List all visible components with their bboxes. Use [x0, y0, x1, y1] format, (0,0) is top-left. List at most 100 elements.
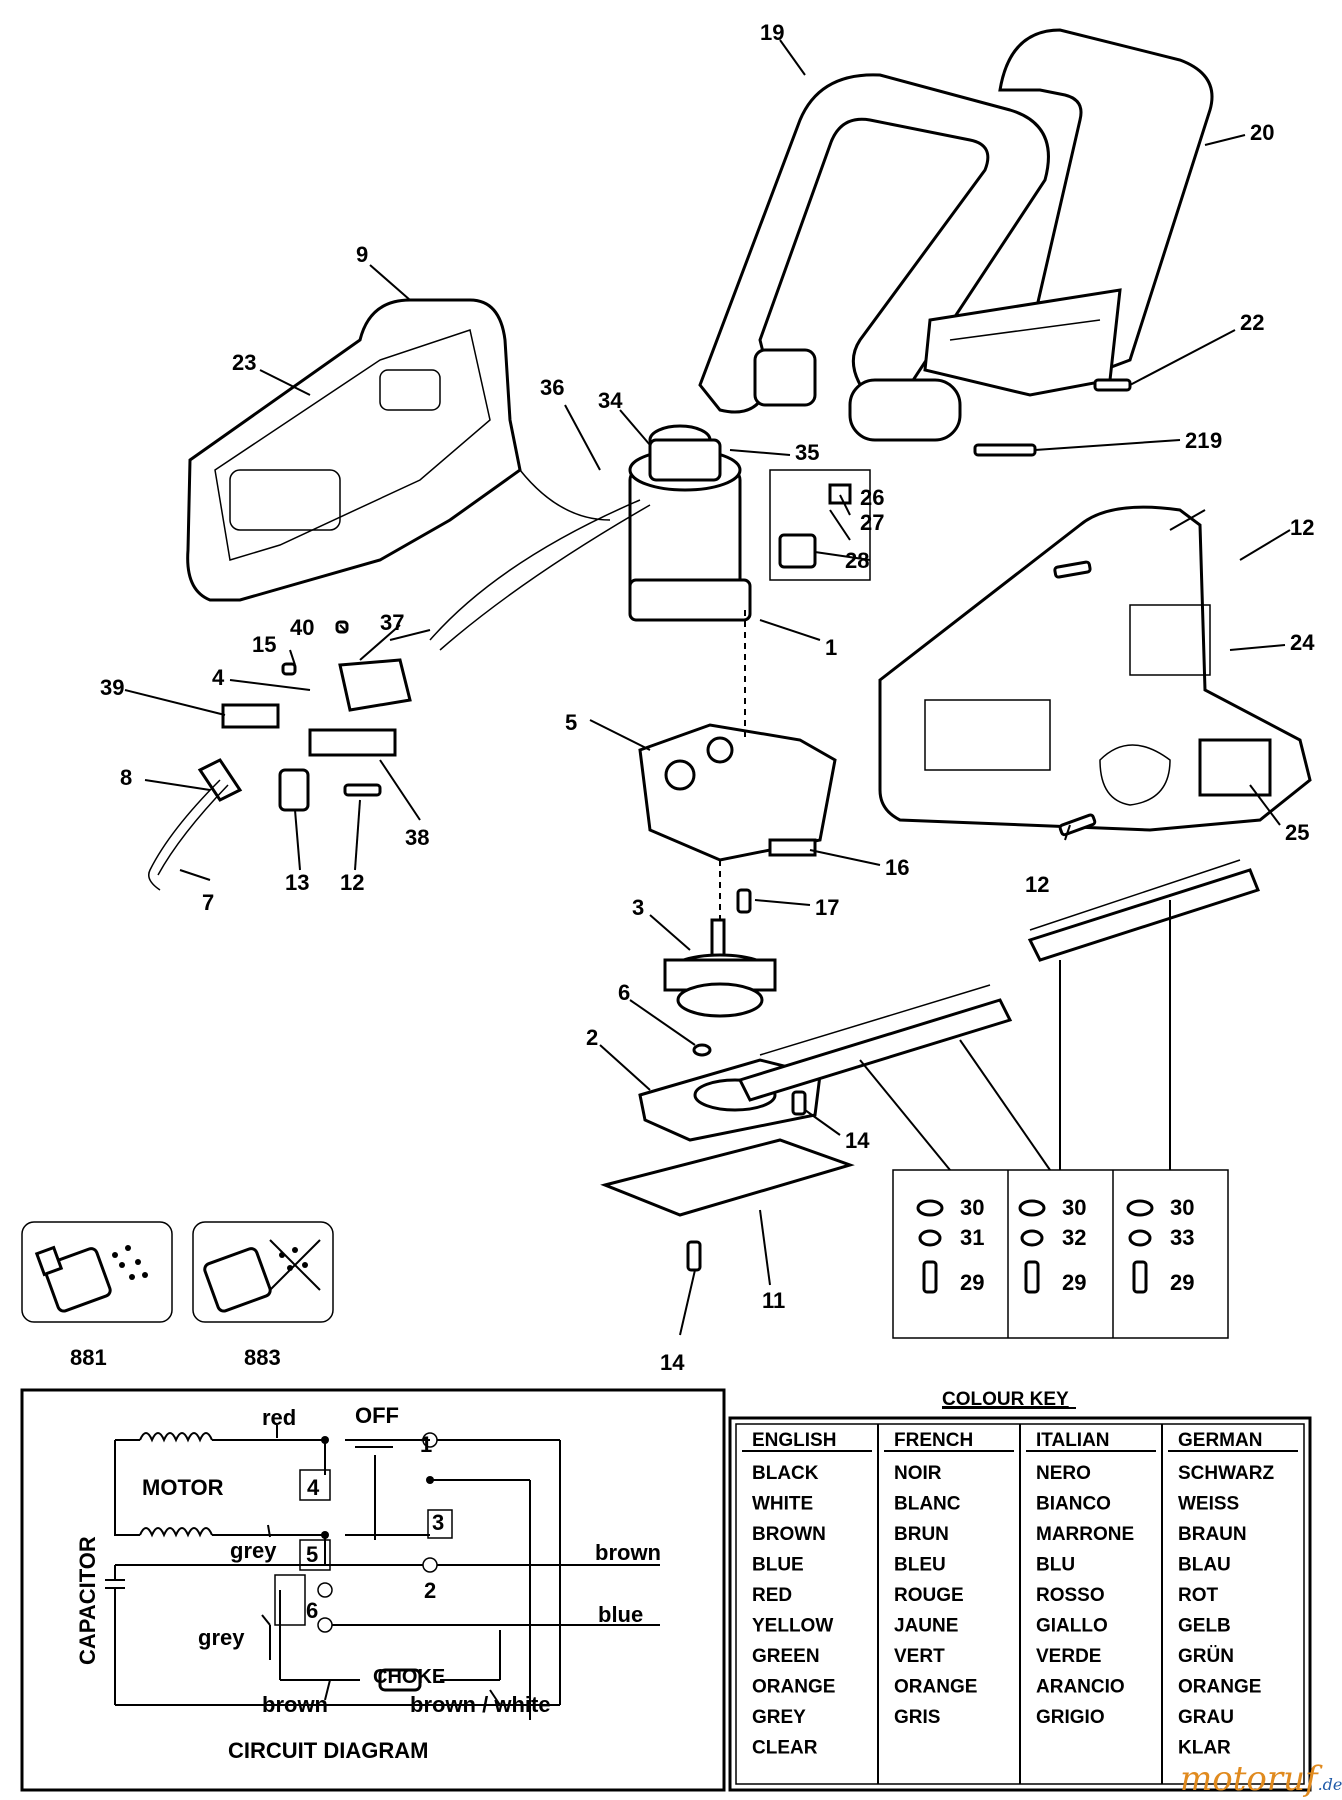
kit-3-screw: 29: [1170, 1270, 1194, 1295]
screws: [281, 378, 1132, 1272]
accessory-881-code: 881: [70, 1345, 107, 1370]
colour-key: COLOUR KEY ENGLISHBLACKWHITEBROWNBLUERED…: [728, 1389, 1312, 1792]
colour-key-entry: ORANGE: [752, 1677, 835, 1698]
callout-6: 6: [618, 980, 630, 1005]
callout-14b: 14: [660, 1350, 685, 1375]
colour-key-entry: GELB: [1178, 1616, 1231, 1637]
oil-can-icon: [34, 1245, 148, 1313]
motor-1: [628, 424, 752, 622]
colour-key-entry: ROUGE: [894, 1585, 964, 1606]
colour-key-entry: GRAU: [1178, 1707, 1234, 1728]
colour-key-entry: BRUN: [894, 1524, 949, 1545]
circuit-diagram: red OFF MOTOR grey CAPACITOR grey brown …: [20, 1388, 726, 1792]
circuit-motor-label: MOTOR: [142, 1475, 224, 1500]
cable-assembly: [148, 469, 651, 891]
callout-3: 3: [632, 895, 644, 920]
colour-key-entry: ROSSO: [1036, 1585, 1105, 1606]
callout-1: 1: [825, 635, 837, 660]
colour-key-entry: GIALLO: [1036, 1616, 1108, 1637]
callout-35: 35: [795, 440, 819, 465]
accessory-883-code: 883: [244, 1345, 281, 1370]
kit-1: 30 31 29: [916, 1195, 984, 1295]
accessory-881: 881: [21, 1221, 173, 1370]
hand-guard-20: [923, 28, 1214, 397]
kit-3: 30 33 29: [1126, 1195, 1194, 1295]
right-housing-24: [878, 505, 1312, 832]
callout-8: 8: [120, 765, 132, 790]
colour-key-entry: WEISS: [1178, 1494, 1239, 1515]
kit-3-washer: 33: [1170, 1225, 1194, 1250]
callout-19: 19: [760, 20, 784, 45]
callout-36: 36: [540, 375, 564, 400]
callout-38: 38: [405, 825, 429, 850]
colour-key-entry: BLAU: [1178, 1555, 1231, 1576]
colour-key-entry: GREY: [752, 1707, 806, 1728]
watermark-main: motoruf: [1180, 1759, 1323, 1799]
colour-key-entry: BIANCO: [1036, 1494, 1111, 1515]
colour-key-header: ITALIAN: [1036, 1430, 1110, 1451]
callout-9a: 9: [356, 242, 368, 267]
colour-key-entry: GRÜN: [1178, 1646, 1234, 1667]
colour-key-title: COLOUR KEY: [942, 1389, 1069, 1410]
kit-1-screw: 29: [960, 1270, 984, 1295]
colour-key-entry: CLEAR: [752, 1738, 818, 1759]
colour-key-entry: BLANC: [894, 1494, 961, 1515]
callout-4: 4: [212, 665, 225, 690]
washer-6: [692, 1043, 712, 1057]
circuit-brown-white-label: brown / white: [410, 1692, 551, 1717]
kit-2-nut: 30: [1062, 1195, 1086, 1220]
circuit-capacitor-label: CAPACITOR: [75, 1536, 100, 1665]
callout-34: 34: [598, 388, 623, 413]
colour-key-header: ENGLISH: [752, 1430, 836, 1451]
circuit-choke-label: CHOKE: [373, 1666, 445, 1688]
circuit-grey-mid-label: grey: [198, 1625, 245, 1650]
colour-key-entry: KLAR: [1178, 1738, 1231, 1759]
colour-key-entry: ORANGE: [894, 1677, 977, 1698]
colour-key-header: GERMAN: [1178, 1430, 1262, 1451]
circuit-grey-top-label: grey: [230, 1538, 277, 1563]
circuit-t4: 4: [307, 1475, 320, 1500]
callout-26: 26: [860, 485, 884, 510]
colour-key-entry: BLACK: [752, 1463, 819, 1484]
callout-28: 28: [845, 548, 869, 573]
colour-key-entry: VERT: [894, 1646, 945, 1667]
callout-2: 2: [586, 1025, 598, 1050]
left-housing-9: [186, 298, 522, 602]
hardware-kit-box: 30 31 29 30 32 29 30 33 29: [892, 1169, 1229, 1339]
watermark-text: motoruf.de: [1180, 1759, 1342, 1799]
colour-key-entry: BLUE: [752, 1555, 804, 1576]
callout-5: 5: [565, 710, 577, 735]
circuit-brown-bottom-label: brown: [262, 1692, 328, 1717]
callout-25: 25: [1285, 820, 1309, 845]
colour-key-entry: VERDE: [1036, 1646, 1101, 1667]
circuit-off-label: OFF: [355, 1403, 399, 1428]
callout-27: 27: [860, 510, 884, 535]
callout-23: 23: [232, 350, 256, 375]
circuit-brown-out-label: brown: [595, 1540, 661, 1565]
circuit-t3: 3: [432, 1510, 444, 1535]
colour-key-entry: BROWN: [752, 1524, 826, 1545]
base-plate-11: [600, 1138, 855, 1217]
colour-key-entry: NERO: [1036, 1463, 1091, 1484]
callout-20: 20: [1250, 120, 1274, 145]
front-handle-19: [698, 73, 1050, 442]
callout-12c: 12: [340, 870, 364, 895]
blade-assembly: [737, 859, 1260, 1102]
kit-1-washer: 31: [960, 1225, 984, 1250]
callout-39: 39: [100, 675, 124, 700]
callout-40: 40: [290, 615, 314, 640]
colour-key-entry: BLU: [1036, 1555, 1075, 1576]
circuit-t6: 6: [306, 1598, 318, 1623]
colour-key-entry: ORANGE: [1178, 1677, 1261, 1698]
colour-key-entry: WHITE: [752, 1494, 813, 1515]
circuit-t2: 2: [424, 1578, 436, 1603]
brush-box: [769, 469, 871, 581]
circuit-red-label: red: [262, 1405, 296, 1430]
callout-15: 15: [252, 632, 276, 657]
callout-37: 37: [380, 610, 404, 635]
callout-16: 16: [885, 855, 909, 880]
circuit-t5: 5: [306, 1542, 318, 1567]
watermark-suffix: .de: [1318, 1775, 1342, 1794]
callout-12b: 12: [1025, 872, 1049, 897]
